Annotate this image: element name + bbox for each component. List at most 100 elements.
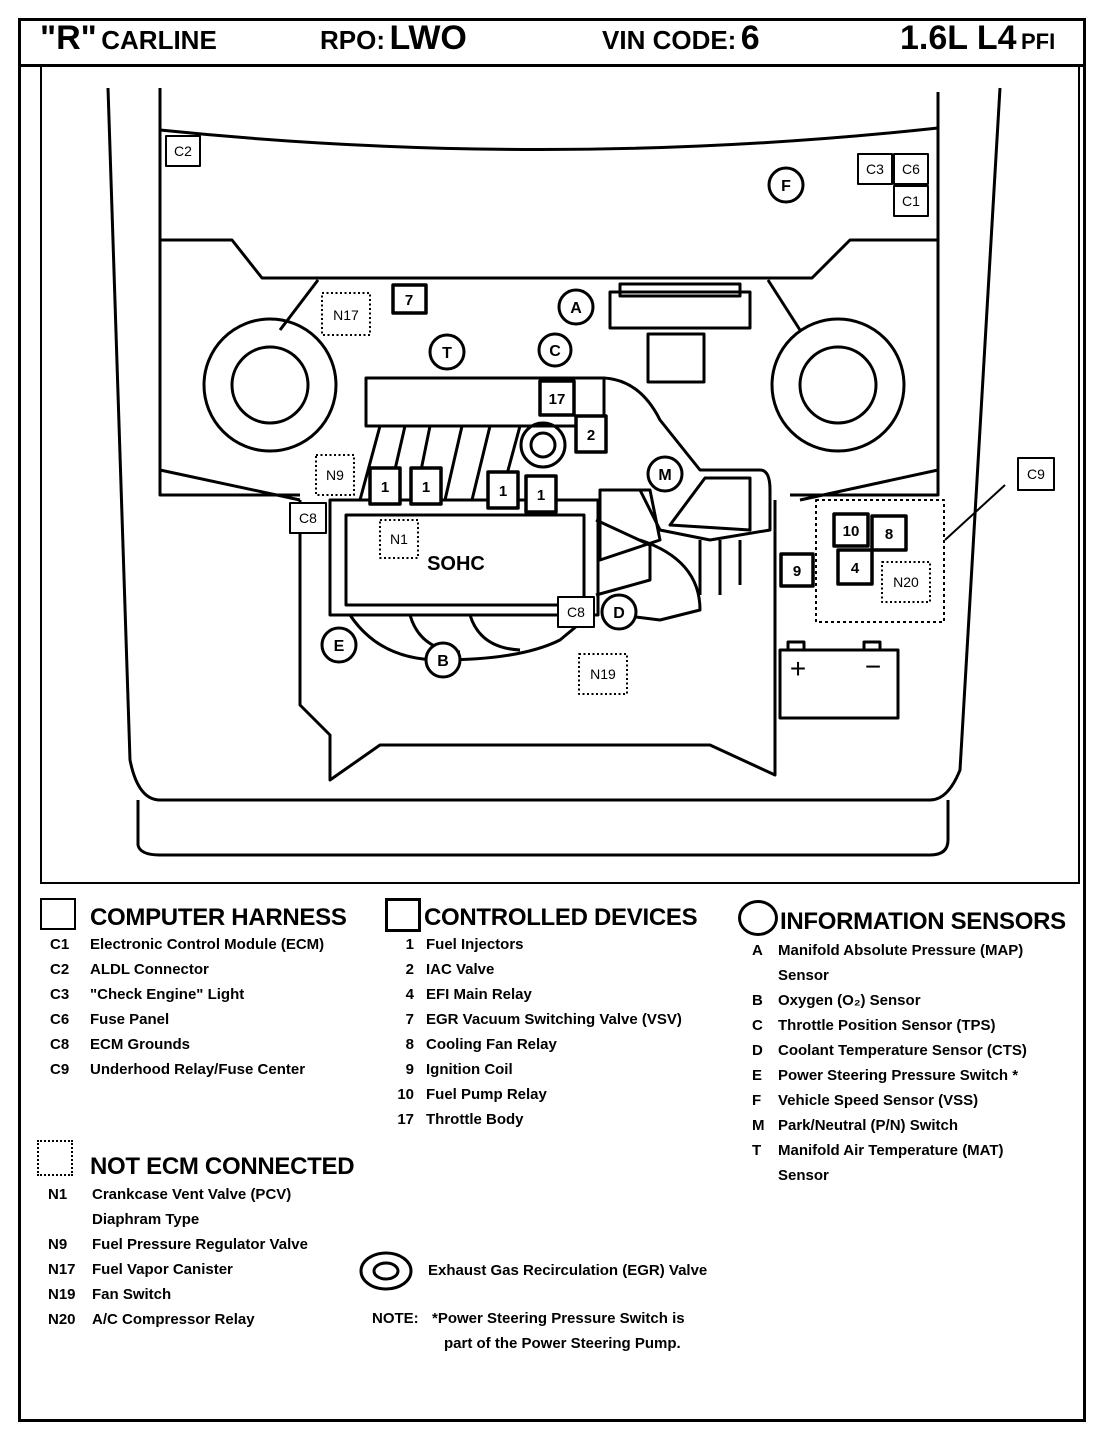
transaxle-mounts [698, 540, 742, 595]
left-lower-line [158, 470, 300, 497]
carline-title: "R" CARLINE [40, 18, 217, 66]
svg-text:1: 1 [499, 483, 507, 500]
legend-description: Manifold Absolute Pressure (MAP) [778, 942, 1024, 959]
device-7-marker: 7 [391, 283, 428, 315]
svg-text:N17: N17 [333, 307, 359, 323]
legend-description: EGR Vacuum Switching Valve (VSV) [426, 1011, 682, 1028]
device-8-marker: 8 [870, 514, 908, 552]
note-label: NOTE: [372, 1310, 419, 1327]
egr-valve-description: Exhaust Gas Recirculation (EGR) Valve [428, 1262, 708, 1279]
sensor-d-marker: D [600, 593, 638, 631]
svg-text:M: M [658, 467, 671, 484]
information-sensors-title: INFORMATION SENSORS [780, 908, 1066, 935]
right-strut-tower [770, 317, 906, 453]
legend-code: N20 [48, 1311, 76, 1328]
cowl-panel [160, 238, 938, 280]
sensor-m-marker: M [646, 455, 684, 493]
c9-leader-line [944, 484, 1006, 541]
header: "R" CARLINE RPO: LWO VIN CODE: 6 1.6L L4… [18, 18, 1086, 66]
svg-text:4: 4 [851, 560, 860, 577]
svg-text:1: 1 [381, 479, 389, 496]
sensor-c-marker: C [537, 332, 573, 368]
svg-text:B: B [437, 653, 449, 670]
legend-description: Power Steering Pressure Switch * [778, 1067, 1019, 1084]
n9-marker: N9 [315, 454, 355, 496]
legend-code: C6 [50, 1011, 70, 1028]
svg-text:N20: N20 [893, 574, 919, 590]
legend-description: Vehicle Speed Sensor (VSS) [778, 1092, 979, 1109]
legend-description: ALDL Connector [90, 961, 209, 978]
legend-description: Throttle Body [426, 1111, 524, 1128]
harness-markers: C2 C3 C6 C1 C8 C8 C9 [165, 135, 1055, 628]
not-ecm-connected-title: NOT ECM CONNECTED [90, 1153, 355, 1180]
legend-code: 9 [405, 1061, 414, 1078]
alternator [598, 488, 662, 562]
svg-text:8: 8 [885, 526, 893, 543]
legend-code: E [752, 1067, 763, 1084]
battery-plus: + [790, 653, 806, 684]
vin-value: 6 [740, 19, 760, 57]
engine-compartment-diagram: + − SOHC C2 C3 C6 C1 C8 C8 C9 7 17 2 1 1… [106, 87, 1055, 857]
svg-text:E: E [334, 638, 345, 655]
air-cleaner [668, 476, 752, 532]
sensor-t-marker: T [428, 333, 466, 371]
right-firewall-diagonal [766, 279, 802, 331]
legend-description: Fuel Pressure Regulator Valve [92, 1236, 308, 1253]
engine-label: SOHC [427, 553, 485, 575]
device-1d-marker: 1 [524, 474, 558, 514]
sensor-f-marker: F [767, 166, 805, 204]
legend-description: Electronic Control Module (ECM) [90, 936, 325, 953]
legend-code: 10 [397, 1086, 414, 1103]
legend-description: Fuel Vapor Canister [92, 1261, 233, 1278]
legend-code: N1 [48, 1186, 68, 1203]
diagram-frame [40, 66, 1080, 884]
svg-text:C6: C6 [902, 161, 920, 177]
left-firewall-diagonal [278, 279, 320, 331]
body-outline [106, 87, 1002, 802]
non-ecm-markers: N17 N9 N1 N19 N20 [315, 292, 931, 695]
note-line-2: part of the Power Steering Pump. [444, 1335, 681, 1352]
computer-harness-title: COMPUTER HARNESS [90, 904, 347, 931]
legend-description: Fan Switch [92, 1286, 172, 1303]
legend-description: Fuel Injectors [426, 936, 524, 953]
legend-description: Underhood Relay/Fuse Center [90, 1061, 306, 1078]
intake-runners [358, 425, 522, 501]
rpo-label: RPO: [320, 25, 385, 55]
rpo-title: RPO: LWO [320, 18, 467, 66]
battery [778, 648, 900, 720]
sensor-markers: F A T C M D E B [320, 166, 805, 679]
battery-post-negative [862, 640, 882, 652]
egr-valve-symbol [359, 1251, 413, 1291]
brake-booster [608, 290, 752, 330]
engine-title: 1.6L L4 PFI [900, 18, 1055, 66]
device-1a-marker: 1 [368, 466, 402, 506]
legend-code: C1 [50, 936, 70, 953]
master-cylinder [646, 332, 706, 384]
intake-plenum [364, 376, 606, 428]
legend-code: 2 [405, 961, 414, 978]
svg-text:C8: C8 [299, 510, 317, 526]
legend-description: Cooling Fan Relay [426, 1036, 557, 1053]
legend-description: Ignition Coil [426, 1061, 513, 1078]
engine-value: 1.6L L4 [900, 19, 1017, 57]
svg-text:C1: C1 [902, 193, 920, 209]
page-frame [18, 18, 1086, 1422]
legend-description: Coolant Temperature Sensor (CTS) [778, 1042, 1027, 1059]
legend-description: Manifold Air Temperature (MAT) [778, 1142, 1004, 1159]
header-rule [18, 64, 1086, 67]
legend-description: Throttle Position Sensor (TPS) [778, 1017, 996, 1034]
c6-marker: C6 [893, 153, 929, 185]
injection-type: PFI [1021, 29, 1056, 54]
controlled-devices-title: CONTROLLED DEVICES [424, 904, 698, 931]
rpo-value: LWO [389, 19, 467, 57]
legend-description: Fuel Pump Relay [426, 1086, 547, 1103]
battery-post-positive [786, 640, 806, 652]
not-ecm-connected-symbol [37, 1140, 73, 1176]
legend-code: N17 [48, 1261, 76, 1278]
svg-text:17: 17 [549, 391, 566, 408]
device-9-marker: 9 [779, 552, 815, 588]
exhaust-manifold [348, 613, 591, 662]
device-2-marker: 2 [574, 414, 608, 454]
legend-code: 17 [397, 1111, 414, 1128]
n17-marker: N17 [321, 292, 371, 336]
